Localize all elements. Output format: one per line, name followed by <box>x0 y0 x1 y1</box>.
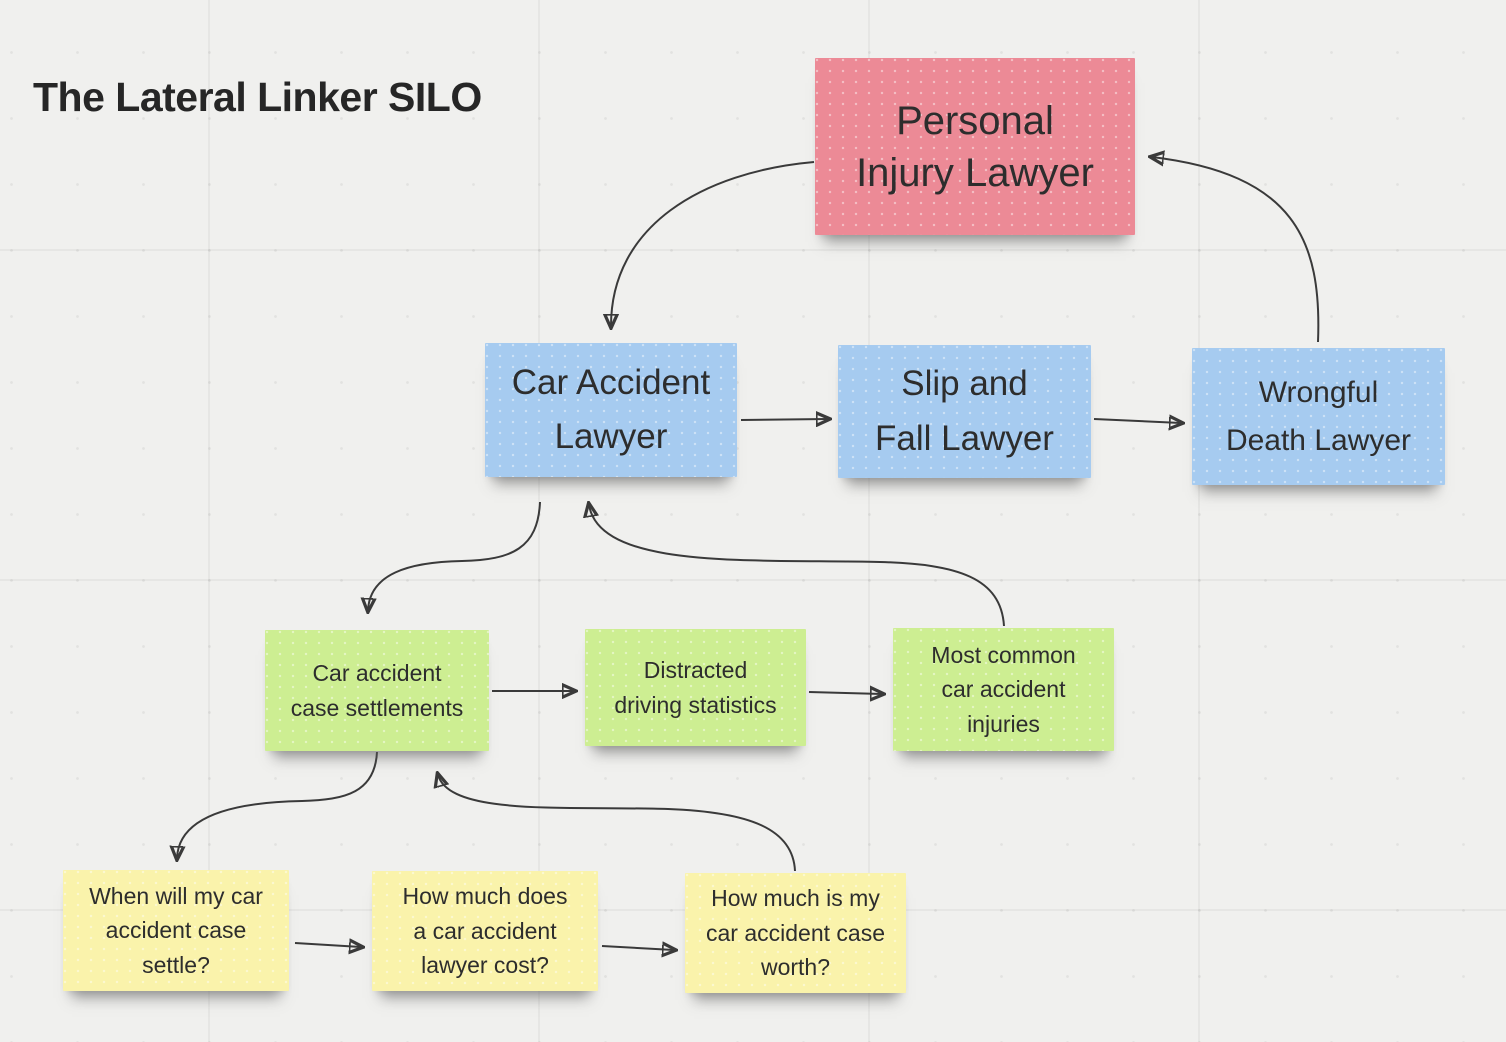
note-label: Car accident case settlements <box>290 660 464 721</box>
note-how-much-does-a-car-accident-lawyer-cost: How much does a car accident lawyer cost… <box>372 871 598 991</box>
note-label: When will my car accident case settle? <box>89 882 263 978</box>
arrow-slip-and-fall-to-wrongful-death <box>1093 419 1181 423</box>
note-slip-and-fall-lawyer: Slip and Fall Lawyer <box>838 345 1091 478</box>
note-label: Personal Injury Lawyer <box>856 98 1094 195</box>
note-car-accident-case-settlements: Car accident case settlements <box>265 630 489 751</box>
arrow-when-settle-to-lawyer-cost <box>294 943 361 947</box>
arrow-common-injuries-to-car-accident <box>589 505 1005 627</box>
note-label: Most common car accident injuries <box>931 641 1076 737</box>
note-how-much-is-my-car-accident-case-worth: How much is my car accident case worth? <box>685 873 906 993</box>
note-when-will-my-car-accident-case-settle: When will my car accident case settle? <box>63 870 289 991</box>
note-car-accident-lawyer: Car Accident Lawyer <box>485 343 737 477</box>
note-personal-injury-lawyer: Personal Injury Lawyer <box>815 58 1135 235</box>
note-label: How much does a car accident lawyer cost… <box>402 883 568 979</box>
note-most-common-car-accident-injuries: Most common car accident injuries <box>893 628 1114 751</box>
note-label: Distracted driving statistics <box>614 657 777 718</box>
note-distracted-driving-statistics: Distracted driving statistics <box>585 629 806 746</box>
arrow-car-accident-to-case-settlements <box>368 501 541 610</box>
arrow-case-settlements-to-when-settle <box>177 751 378 858</box>
arrow-case-worth-to-case-settlements <box>438 775 796 872</box>
arrow-lawyer-cost-to-case-worth <box>601 946 674 950</box>
page-title: The Lateral Linker SILO <box>33 74 482 120</box>
note-label: Wrongful Death Lawyer <box>1225 375 1412 457</box>
note-label: Car Accident Lawyer <box>511 362 711 456</box>
arrow-distracted-driving-to-common-injuries <box>808 692 882 694</box>
arrow-personal-injury-to-car-accident <box>611 161 815 326</box>
note-wrongful-death-lawyer: Wrongful Death Lawyer <box>1192 348 1445 485</box>
note-label: How much is my car accident case worth? <box>706 885 885 981</box>
note-label: Slip and Fall Lawyer <box>875 364 1054 458</box>
arrow-wrongful-death-to-personal-injury <box>1152 157 1320 343</box>
arrow-car-accident-to-slip-and-fall <box>740 419 828 420</box>
